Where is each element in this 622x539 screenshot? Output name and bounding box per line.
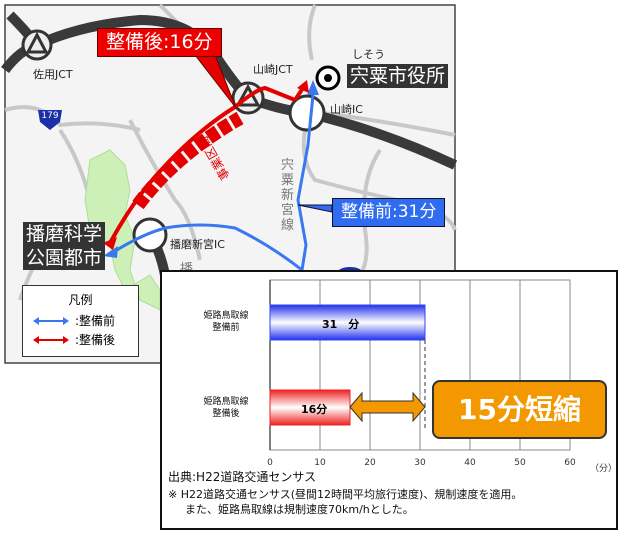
source-note: 出典:H22道路交通センサス	[168, 470, 317, 484]
yamasaki-ic-marker	[288, 94, 326, 132]
route-shield-icon	[38, 110, 62, 130]
destination-label: 播磨科学 公園都市	[23, 222, 106, 270]
red-arrow-head	[297, 80, 309, 93]
yamasaki-jct-label: 山崎JCT	[253, 63, 293, 76]
city-hall-reading: しそう	[352, 48, 385, 61]
reduction-annotation: 15分短縮	[432, 380, 607, 439]
x-tick-label: 0	[267, 458, 273, 468]
legend-label: :整備前	[75, 314, 116, 328]
legend: 凡例 :整備前 :整備後	[22, 285, 139, 357]
footnote-line2: また、姫路鳥取線は規制速度70km/hとした。	[185, 503, 414, 516]
destination-line1: 播磨科学	[26, 223, 103, 245]
harima-shingu-ic-label: 播磨新宮IC	[170, 238, 225, 251]
x-tick-label: 30	[414, 458, 426, 468]
blue-arrow-head	[307, 80, 319, 95]
x-tick-label: 50	[514, 458, 526, 468]
x-tick-label: 40	[464, 458, 476, 468]
sayo-jct-marker	[21, 29, 53, 61]
blue-double-arrow-icon	[33, 316, 69, 325]
difference-double-arrow	[349, 391, 426, 423]
before-callout: 整備前:31分	[332, 198, 446, 227]
legend-item-after: :整備後	[33, 331, 138, 348]
category-label-after: 姫路鳥取線整備後	[203, 397, 249, 419]
legend-label: :整備後	[75, 333, 116, 347]
x-tick-label: 10	[314, 458, 326, 468]
legend-title: 凡例	[68, 293, 93, 307]
x-unit-label: （分）	[590, 464, 618, 474]
bar	[269, 389, 351, 426]
x-tick-label: 20	[364, 458, 376, 468]
x-tick-label: 60	[564, 458, 576, 468]
city-hall-icon	[315, 65, 341, 91]
category-label-before: 姫路鳥取線整備前	[203, 311, 249, 333]
harima-shingu-ic-marker	[132, 217, 168, 253]
yamasaki-ic-label: 山崎IC	[330, 103, 363, 116]
data-label-after: 16分	[301, 403, 328, 416]
destination-line2: 公園都市	[26, 247, 103, 269]
data-label-before: 31 分	[322, 318, 360, 331]
red-double-arrow-icon	[33, 335, 69, 344]
shiso-shingu-line-label: 宍粟新宮線	[281, 158, 295, 233]
route-shield-number: 179	[41, 111, 59, 121]
city-hall-label: 宍粟市役所	[347, 64, 449, 88]
after-callout: 整備後:16分	[97, 28, 222, 57]
footnote-line1: ※ H22道路交通センサス(昼間12時間平均旅行速度)、規制速度を適用。	[168, 488, 523, 501]
bar	[269, 304, 426, 341]
sayo-jct-label: 佐用JCT	[33, 68, 73, 81]
legend-item-before: :整備前	[33, 312, 138, 329]
